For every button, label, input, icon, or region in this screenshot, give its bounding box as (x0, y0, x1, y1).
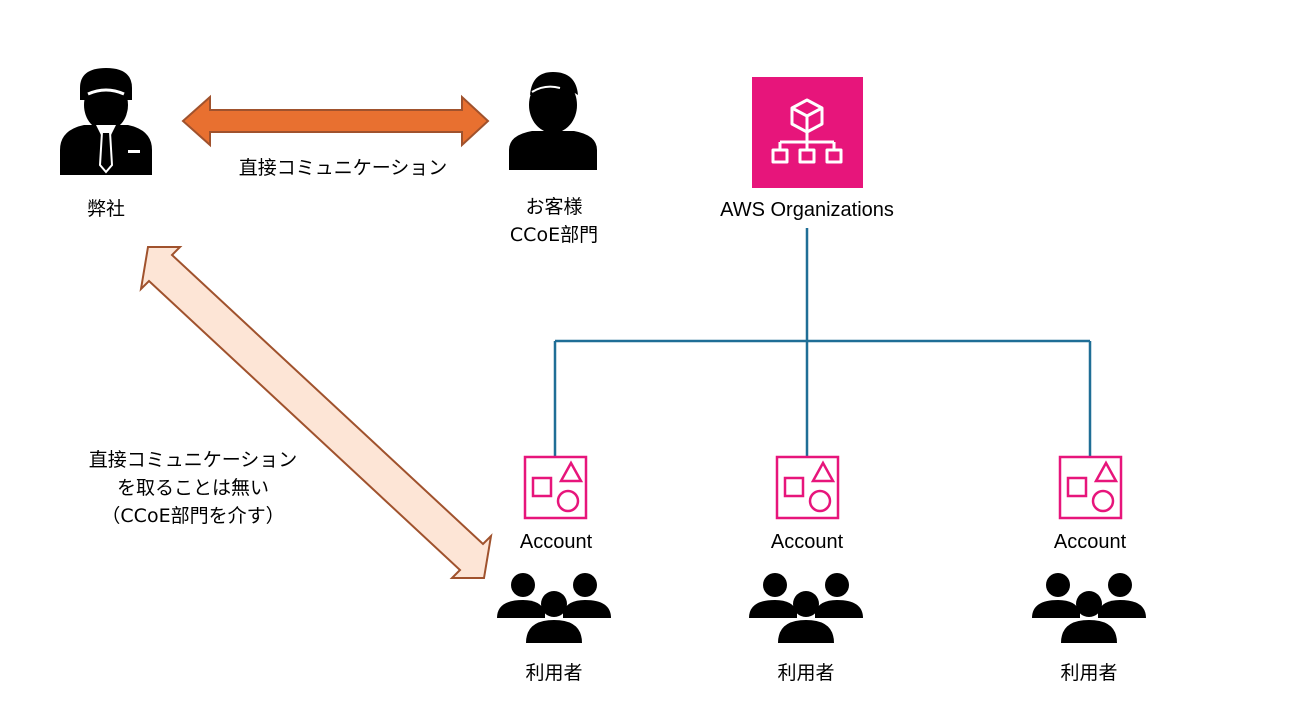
organization-tree-lines (553, 228, 1092, 457)
direct-communication-arrow (181, 94, 490, 148)
direct-communication-label: 直接コミュニケーション (238, 157, 448, 179)
users-label: 利用者 (525, 662, 583, 684)
account-label: Account (1053, 531, 1127, 553)
customer-label: お客様 CCoE部門 (510, 193, 598, 249)
users-group-icon (497, 573, 611, 643)
account-label: Account (519, 531, 593, 553)
indirect-communication-label: 直接コミュニケーション を取ることは無い （CCoE部門を介す） (89, 446, 298, 530)
company-label: 弊社 (86, 198, 126, 220)
indirect-label-line3: （CCoE部門を介す） (101, 505, 285, 527)
account-icon (1058, 455, 1123, 520)
person-icon (509, 72, 597, 170)
users-label: 利用者 (777, 662, 835, 684)
account-icon (775, 455, 840, 520)
customer-label-line2: CCoE部門 (509, 224, 599, 246)
indirect-label-line1: 直接コミュニケーション (88, 449, 298, 471)
aws-organizations-icon (752, 77, 863, 188)
users-label: 利用者 (1060, 662, 1118, 684)
account-icon (523, 455, 588, 520)
customer-label-line1: お客様 (525, 196, 583, 218)
account-label: Account (770, 531, 844, 553)
indirect-label-line2: を取ることは無い (116, 477, 269, 499)
users-group-icon (1032, 573, 1146, 643)
organizations-label: AWS Organizations (720, 199, 894, 221)
users-group-icon (749, 573, 863, 643)
business-person-icon (60, 68, 152, 175)
indirect-communication-arrow (139, 246, 493, 579)
